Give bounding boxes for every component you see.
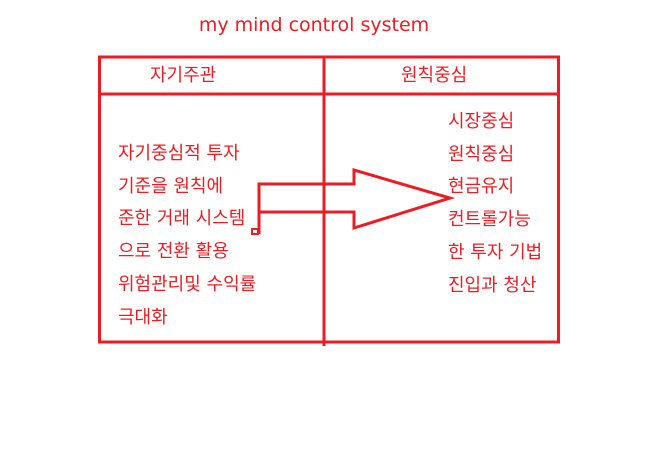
right-line: 진입과 청산: [448, 274, 537, 296]
arrow-tail-mark: [251, 228, 259, 235]
left-line: 준한 거래 시스템: [118, 208, 246, 230]
right-column-header: 원칙중심: [401, 65, 468, 86]
diagram-title: my mind control system: [198, 14, 430, 36]
right-line: 컨트롤가능: [448, 209, 531, 231]
left-column-text: 자기중심적 투자 기준을 원칙에 준한 거래 시스템 으로 전환 활용 위험관리…: [118, 138, 256, 334]
left-line: 으로 전환 활용: [118, 241, 229, 263]
left-column-header: 자기주관: [150, 65, 217, 86]
left-line: 기준을 원칙에: [118, 175, 224, 197]
left-line: 극대화: [118, 306, 168, 328]
left-line: 자기중심적 투자: [118, 143, 240, 164]
right-line: 현금유지: [448, 176, 515, 198]
right-line: 한 투자 기법: [448, 241, 543, 263]
right-column-text: 시장중심 원칙중심 현금유지 컨트롤가능 한 투자 기법 진입과 청산: [448, 106, 542, 302]
arrow-icon: [257, 168, 456, 234]
right-line: 원칙중심: [448, 143, 515, 165]
right-line: 시장중심: [448, 111, 515, 132]
left-line: 위험관리및 수익률: [118, 273, 257, 295]
table-border: [98, 55, 560, 344]
